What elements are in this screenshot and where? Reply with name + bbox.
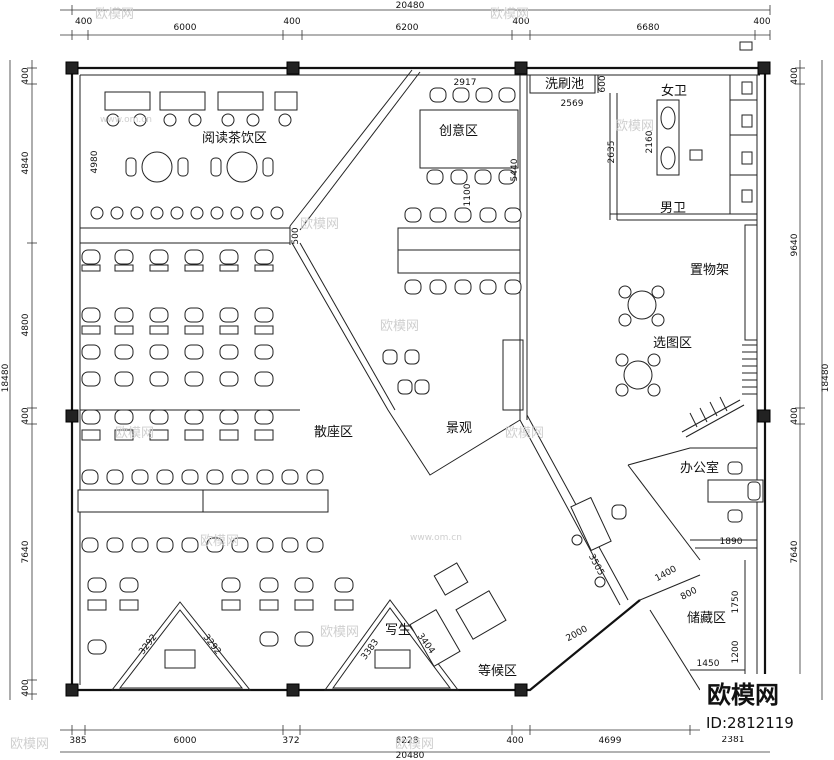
- dim-left-3: 4800: [21, 313, 31, 336]
- dim-top-3: 400: [283, 17, 300, 27]
- structural-columns: [65, 61, 771, 697]
- dim-top-6: 6680: [637, 23, 660, 33]
- watermark-text: 欧模网: [395, 737, 434, 752]
- dim-bottom-1: 385: [69, 736, 86, 746]
- dim-left-4: 400: [21, 407, 31, 424]
- dim-bottom-2: 6000: [174, 736, 197, 746]
- watermark-text: 欧模网: [300, 217, 339, 232]
- watermarks: 欧模网 欧模网 欧模网 欧模网 欧模网 欧模网 欧模网 欧模网 欧模网 欧模网 …: [10, 7, 654, 752]
- dim-top-1: 400: [75, 17, 92, 27]
- watermark-url: www.om.cn: [410, 533, 462, 543]
- dimension-lines: [9, 5, 823, 753]
- label-reading: 阅读茶饮区: [202, 130, 267, 146]
- dim-diag-d: 2000: [565, 624, 590, 644]
- dim-wc-h: 2635: [607, 141, 617, 164]
- dim-diag-a: 3505: [586, 553, 606, 578]
- dim-diag-c: 800: [679, 586, 699, 603]
- dim-storage-h: 1750: [731, 590, 741, 613]
- dim-left-2: 4840: [21, 151, 31, 174]
- dim-left-5: 7640: [21, 540, 31, 563]
- label-male-wc: 男卫: [660, 201, 686, 216]
- label-office: 办公室: [680, 460, 719, 476]
- dim-creative-h: 5440: [510, 158, 520, 181]
- dim-bottom-4: 6228: [396, 736, 419, 746]
- label-landscape: 景观: [446, 421, 472, 436]
- selection-furniture: [615, 285, 757, 438]
- dim-top-total: 20480: [396, 1, 425, 11]
- dim-right-4: 7640: [790, 540, 800, 563]
- dim-opening: 500: [291, 227, 301, 244]
- dim-right-1: 400: [790, 67, 800, 84]
- watermark-text: 欧模网: [10, 737, 49, 752]
- label-shelf: 置物架: [690, 263, 729, 278]
- waiting-furniture: [409, 496, 627, 667]
- label-waiting: 等候区: [478, 663, 517, 679]
- dim-storage-h2: 1200: [731, 640, 741, 663]
- watermark-url: www.om.cn: [100, 115, 152, 125]
- dim-right-2: 9640: [790, 233, 800, 256]
- dim-top-4: 6200: [396, 23, 419, 33]
- dim-right-total: 18480: [821, 363, 831, 392]
- watermark-text: 欧模网: [95, 7, 134, 22]
- dim-creative-gap: 1100: [463, 183, 473, 206]
- dim-top-5: 400: [512, 17, 529, 27]
- watermark-text: 欧模网: [615, 119, 654, 134]
- label-storage: 储藏区: [687, 611, 726, 626]
- dim-left-1: 400: [21, 67, 31, 84]
- brand-id: ID:2812119: [706, 714, 794, 732]
- dim-left-6: 400: [21, 679, 31, 696]
- label-female-wc: 女卫: [661, 83, 687, 99]
- dim-top-7: 400: [753, 17, 770, 27]
- dim-sink-h: 600: [598, 75, 608, 92]
- watermark-text: 欧模网: [380, 319, 419, 334]
- dim-creative-w: 2917: [454, 78, 477, 88]
- dim-right-3: 400: [790, 407, 800, 424]
- office-furniture: [707, 461, 764, 523]
- scatter-seating: [77, 249, 411, 669]
- dim-bottom-5: 400: [506, 736, 523, 746]
- dim-bottom-3: 372: [282, 736, 299, 746]
- reading-furniture: [90, 91, 298, 220]
- watermark-text: 欧模网: [505, 426, 544, 441]
- brand-backdrop: [700, 674, 810, 736]
- dim-tri1-b: 3292: [201, 633, 223, 657]
- watermark-text: 欧模网: [320, 625, 359, 640]
- dim-wc-inner: 2160: [645, 130, 655, 153]
- label-creative: 创意区: [439, 123, 478, 139]
- creative-furniture: [382, 87, 522, 395]
- dim-diag-b: 1400: [654, 564, 679, 584]
- dim-tri1-a: 3292: [137, 633, 159, 657]
- dim-storage-w: 1450: [697, 659, 720, 669]
- label-sink: 洗刷池: [545, 77, 584, 92]
- watermark-text: 欧模网: [200, 534, 239, 549]
- dim-left-total: 18480: [1, 363, 11, 392]
- dim-office-w: 1890: [720, 537, 743, 547]
- watermark-text: 欧模网: [490, 7, 529, 22]
- dim-bottom-7: 2381: [722, 735, 745, 745]
- wc-fixtures: [656, 41, 753, 203]
- watermark-text: 欧模网: [115, 426, 154, 441]
- dim-top-2: 6000: [174, 23, 197, 33]
- dim-reading-h: 4980: [90, 150, 100, 173]
- brand-name: 欧模网: [707, 681, 779, 709]
- label-scatter: 散座区: [314, 425, 353, 440]
- label-selection: 选图区: [653, 336, 692, 351]
- dim-bottom-total: 20480: [396, 751, 425, 760]
- dim-bottom-6: 4699: [599, 736, 622, 746]
- label-sketch: 写生: [385, 623, 411, 638]
- dim-sink-w: 2569: [561, 99, 584, 109]
